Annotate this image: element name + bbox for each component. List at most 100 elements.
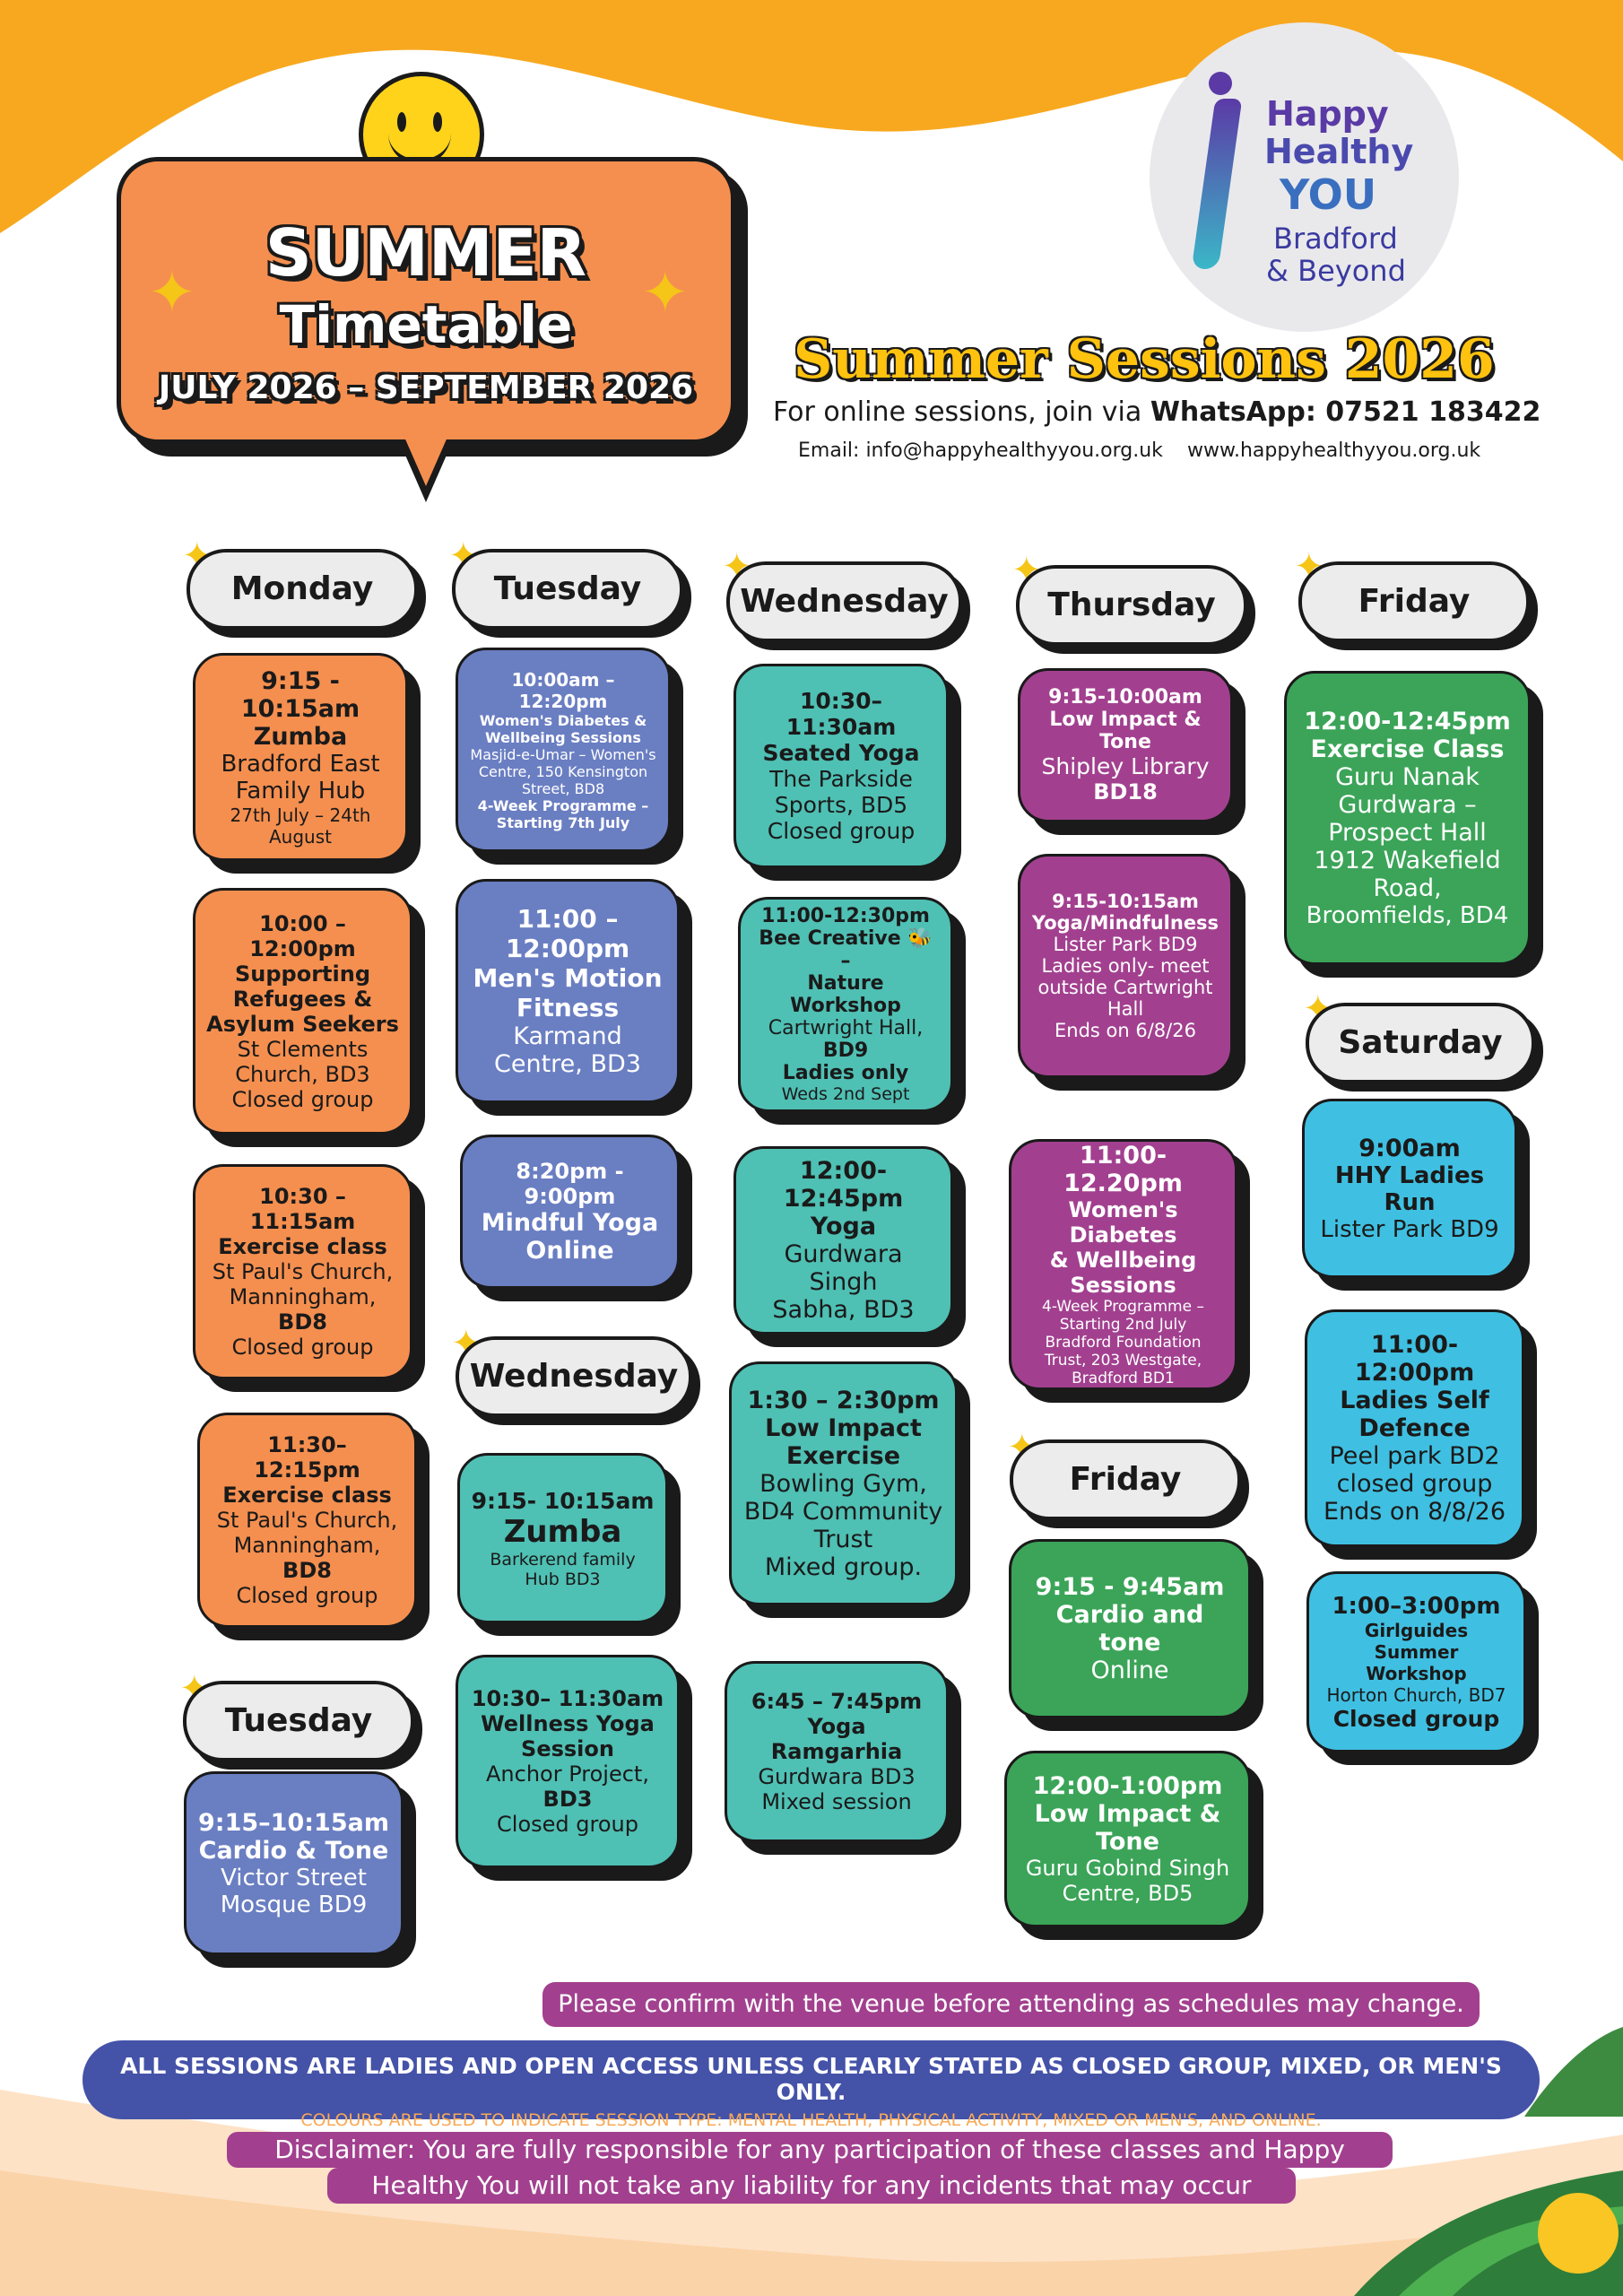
session-venue: Bradford BD1: [1072, 1370, 1175, 1387]
session-venue: Manningham,: [233, 1533, 381, 1558]
session-card-monday-zumba: 9:15 - 10:15am Zumba Bradford East Famil…: [193, 653, 408, 861]
session-venue: Broomfields, BD4: [1306, 901, 1509, 929]
session-venue: Hub BD3: [525, 1569, 601, 1589]
session-venue: Family Hub: [235, 777, 366, 804]
session-time: 11:00-12:30pm: [761, 905, 930, 927]
session-note: Mixed session: [761, 1789, 912, 1814]
session-title: Refugees &: [232, 986, 373, 1012]
session-card-thursday-low-impact: 9:15-10:00am Low Impact & Tone Shipley L…: [1018, 668, 1233, 822]
session-venue: St Paul's Church,: [212, 1259, 394, 1284]
session-time: 11:00-12:00pm: [1354, 1331, 1475, 1387]
session-card-wednesday-low-impact: 1:30 – 2:30pm Low Impact Exercise Bowlin…: [729, 1361, 958, 1605]
online-prefix: For online sessions, join via: [773, 396, 1142, 428]
session-note: closed group: [1336, 1470, 1493, 1498]
session-card-tuesday-cardio: 9:15–10:15am Cardio & Tone Victor Street…: [184, 1771, 404, 1955]
session-title: Wellness Yoga: [481, 1711, 655, 1736]
open-access-text: ALL SESSIONS ARE LADIES AND OPEN ACCESS …: [120, 2053, 1502, 2105]
online-info: For online sessions, join via WhatsApp: …: [773, 396, 1541, 428]
day-heading-saturday: Saturday: [1306, 1003, 1535, 1083]
session-title: Women's Diabetes &: [479, 711, 647, 729]
summer-timetable-banner: SUMMER Timetable JULY 2026 – SEPTEMBER 2…: [117, 157, 735, 444]
session-time: 1:00–3:00pm: [1332, 1592, 1501, 1620]
session-card-wednesday-ramgarhia-yoga: 6:45 – 7:45pm Yoga Ramgarhia Gurdwara BD…: [725, 1661, 949, 1842]
session-card-friday-cardio-online: 9:15 - 9:45am Cardio and tone Online: [1009, 1539, 1251, 1718]
session-venue: Centre, BD3: [494, 1050, 641, 1078]
session-time: 10:30– 11:30am: [471, 1686, 664, 1711]
session-venue: BD18: [1093, 779, 1158, 804]
session-title: Ladies Self: [1340, 1387, 1489, 1414]
session-venue: Street, BD8: [521, 779, 605, 797]
sparkle-icon: ✦: [641, 260, 690, 326]
sparkle-icon: ✦: [148, 260, 196, 326]
session-card-monday-exercise-2: 11:30– 12:15pm Exercise class St Paul's …: [197, 1413, 417, 1628]
session-venue: Centre, BD5: [1062, 1881, 1193, 1906]
session-note: Online: [1090, 1657, 1169, 1684]
session-venue: Sports, BD5: [774, 792, 908, 818]
session-title: Supporting: [234, 961, 371, 987]
session-time: 12:00-12:45pm: [1304, 707, 1511, 735]
session-card-wednesday-wellness-yoga: 10:30– 11:30am Wellness Yoga Session Anc…: [456, 1655, 680, 1868]
session-note: 4-Week Programme –: [477, 796, 649, 814]
session-card-tuesday-diabetes: 10:00am – 12:20pm Women's Diabetes & Wel…: [456, 648, 671, 852]
session-time: 10:00 – 12:00pm: [249, 910, 356, 961]
day-heading-friday: Friday: [1298, 561, 1530, 642]
session-time: 12:00-1:00pm: [1032, 1772, 1223, 1800]
session-card-saturday-girlguides: 1:00–3:00pm Girlguides Summer Workshop H…: [1306, 1571, 1526, 1752]
session-card-tuesday-mindful-yoga: 8:20pm - 9:00pm Mindful Yoga Online: [460, 1135, 680, 1289]
session-venue: St Paul's Church,: [216, 1508, 398, 1533]
session-venue: The Parkside: [769, 766, 913, 792]
session-card-friday-low-impact: 12:00-1:00pm Low Impact & Tone Guru Gobi…: [1004, 1751, 1251, 1927]
session-note: Closed group: [1332, 1705, 1500, 1732]
day-heading-tuesday: Tuesday: [452, 549, 683, 630]
email: Email: info@happyhealthyyou.org.uk: [798, 439, 1163, 462]
session-venue: Gurdwara BD3: [758, 1764, 916, 1789]
logo-text-bradford: Bradford: [1273, 222, 1398, 256]
session-venue: BD8: [282, 1558, 332, 1583]
session-time: 11:00 – 12:00pm: [505, 904, 630, 963]
session-title: Tone: [1096, 1828, 1159, 1856]
session-title: Low Impact & Tone: [1049, 709, 1202, 753]
session-venue: Ramgarhia: [770, 1739, 903, 1764]
session-venue: Barkerend family: [490, 1549, 636, 1570]
session-card-wednesday-zumba: 9:15- 10:15am Zumba Barkerend family Hub…: [457, 1453, 668, 1623]
session-title: Fitness: [516, 993, 620, 1022]
session-title: Exercise: [785, 1441, 901, 1470]
session-title: Mindful Yoga: [481, 1209, 659, 1237]
session-title: Bee Creative 🐝 –: [759, 927, 933, 972]
session-title: Sessions: [1070, 1273, 1176, 1298]
logo-text-you: YOU: [1280, 170, 1377, 219]
logo-text-beyond: & Beyond: [1266, 254, 1406, 288]
session-venue: Guru Gobind Singh: [1025, 1856, 1230, 1881]
disclaimer-line-1: Disclaimer: You are fully responsible fo…: [227, 2132, 1393, 2168]
summer-sessions-title: Summer Sessions 2026: [794, 328, 1495, 391]
session-venue: Bradford Foundation: [1045, 1334, 1202, 1352]
session-note: Closed group: [767, 818, 916, 844]
session-title: Defence: [1358, 1414, 1471, 1442]
session-time: 12:00-12:45pm: [783, 1157, 904, 1213]
session-time: 9:15–10:15am: [198, 1808, 389, 1837]
session-note: Starting 2nd July: [1059, 1316, 1187, 1334]
session-venue: Trust: [813, 1525, 873, 1553]
session-venue: Centre, 150 Kensington: [478, 762, 648, 780]
summer-heading: SUMMER: [265, 215, 587, 291]
session-venue: Trust, 203 Westgate,: [1044, 1352, 1202, 1370]
session-venue: BD9: [822, 1039, 869, 1062]
session-title: Cardio & Tone: [198, 1836, 389, 1865]
session-dates: Weds 2nd Sept: [781, 1084, 910, 1104]
session-time: 9:15- 10:15am: [471, 1487, 655, 1514]
session-note: 4-Week Programme –: [1042, 1298, 1204, 1316]
speech-bubble-tail-fill: [400, 427, 452, 486]
session-dates: Ends on 6/8/26: [1055, 1020, 1196, 1041]
confirm-notice: Please confirm with the venue before att…: [542, 1982, 1480, 2027]
session-title: Yoga/Mindfulness: [1031, 912, 1219, 934]
day-heading-wednesday: Wednesday: [726, 561, 962, 642]
session-venue: Gurdwara Singh: [784, 1240, 903, 1296]
session-venue: Bradford East: [221, 750, 380, 778]
day-heading-thursday: Thursday: [1016, 565, 1247, 646]
session-venue: Guru Nanak: [1335, 762, 1480, 791]
session-venue: BD4 Community: [743, 1497, 943, 1526]
session-venue: Karmand: [513, 1022, 622, 1050]
session-title: Nature Workshop: [790, 972, 901, 1017]
session-venue: 1912 Wakefield: [1314, 846, 1501, 874]
session-title: Wellbeing Sessions: [485, 728, 641, 746]
